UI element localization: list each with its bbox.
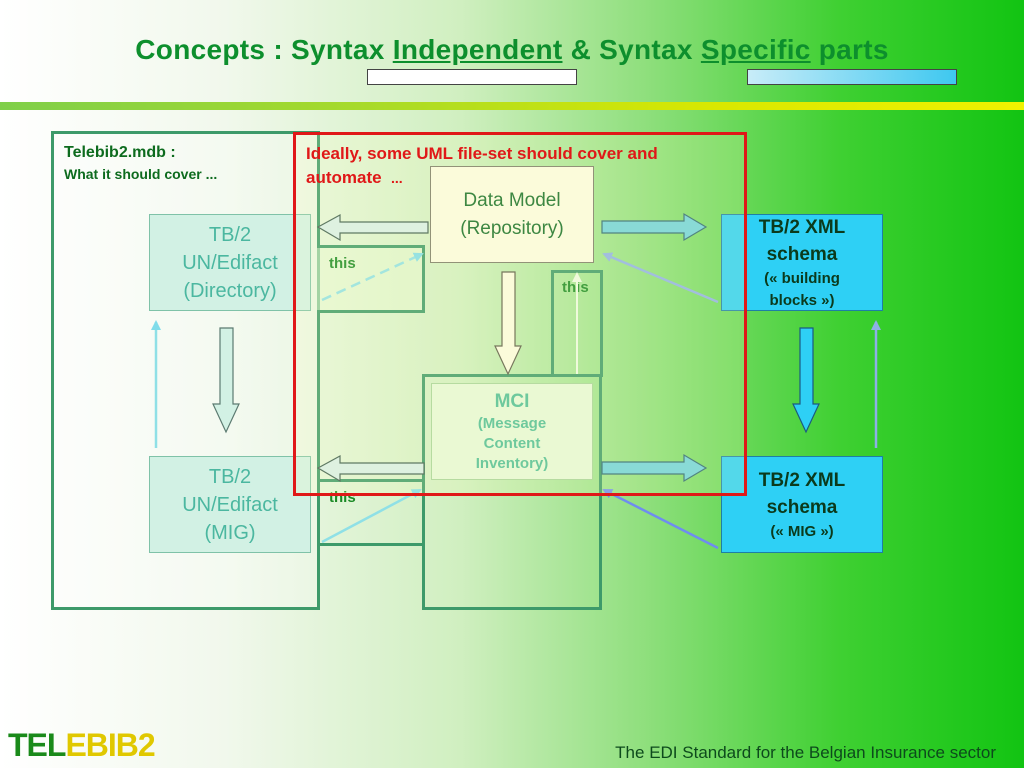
- this-panel-upper: [317, 245, 425, 313]
- block-arrow-dm-to-xml: [601, 212, 708, 242]
- block-arrow-directory-to-mig: [212, 327, 240, 434]
- telebib-mdb-subheading: What it should cover ...: [64, 166, 218, 182]
- uml-scope-frame: [293, 132, 747, 496]
- this-label-right: this: [562, 279, 589, 296]
- block-arrow-xml-blocks-to-xml-mig: [792, 327, 820, 434]
- this-panel-lower: [317, 479, 425, 546]
- title-divider: [0, 102, 1024, 110]
- thin-arrow-xml-mig-to-mci: [602, 488, 719, 550]
- mci-box: MCI (Message Content Inventory): [431, 383, 593, 480]
- thin-arrowhead-dm: [572, 272, 582, 282]
- data-model-box: Data Model (Repository): [430, 166, 594, 263]
- uml-note: Ideally, some UML file-set should cover …: [306, 144, 658, 187]
- dashed-arrow-directory-to-dm: [321, 252, 424, 302]
- xml-schema-mig-box: TB/2 XML schema (« MIG »): [721, 456, 883, 553]
- block-arrow-dm-to-mci: [494, 271, 522, 376]
- block-arrow-dm-to-directory: [316, 213, 429, 242]
- telebib2-logo: TELEBIB2: [8, 727, 156, 763]
- block-arrow-mci-to-mig: [316, 454, 425, 483]
- tb2-mig-box: TB/2 UN/Edifact (MIG): [149, 456, 311, 553]
- block-arrow-mci-to-xml: [601, 453, 708, 483]
- telebib-mdb-heading: Telebib2.mdb :: [64, 144, 176, 161]
- this-panel-right: [551, 270, 603, 377]
- tb2-directory-box: TB/2 UN/Edifact (Directory): [149, 214, 311, 311]
- xml-schema-building-blocks-box: TB/2 XML schema (« building blocks »): [721, 214, 883, 311]
- thin-arrow-xml-blocks-to-dm: [602, 252, 719, 304]
- independent-highlight-box: [367, 69, 577, 85]
- footer-tagline: The EDI Standard for the Belgian Insuran…: [615, 743, 996, 762]
- thin-arrow-mig-to-mci: [321, 488, 422, 544]
- slide-title: Concepts : Syntax Independent & Syntax S…: [135, 34, 889, 65]
- this-label-upper: this: [329, 255, 356, 272]
- specific-highlight-box: [747, 69, 957, 85]
